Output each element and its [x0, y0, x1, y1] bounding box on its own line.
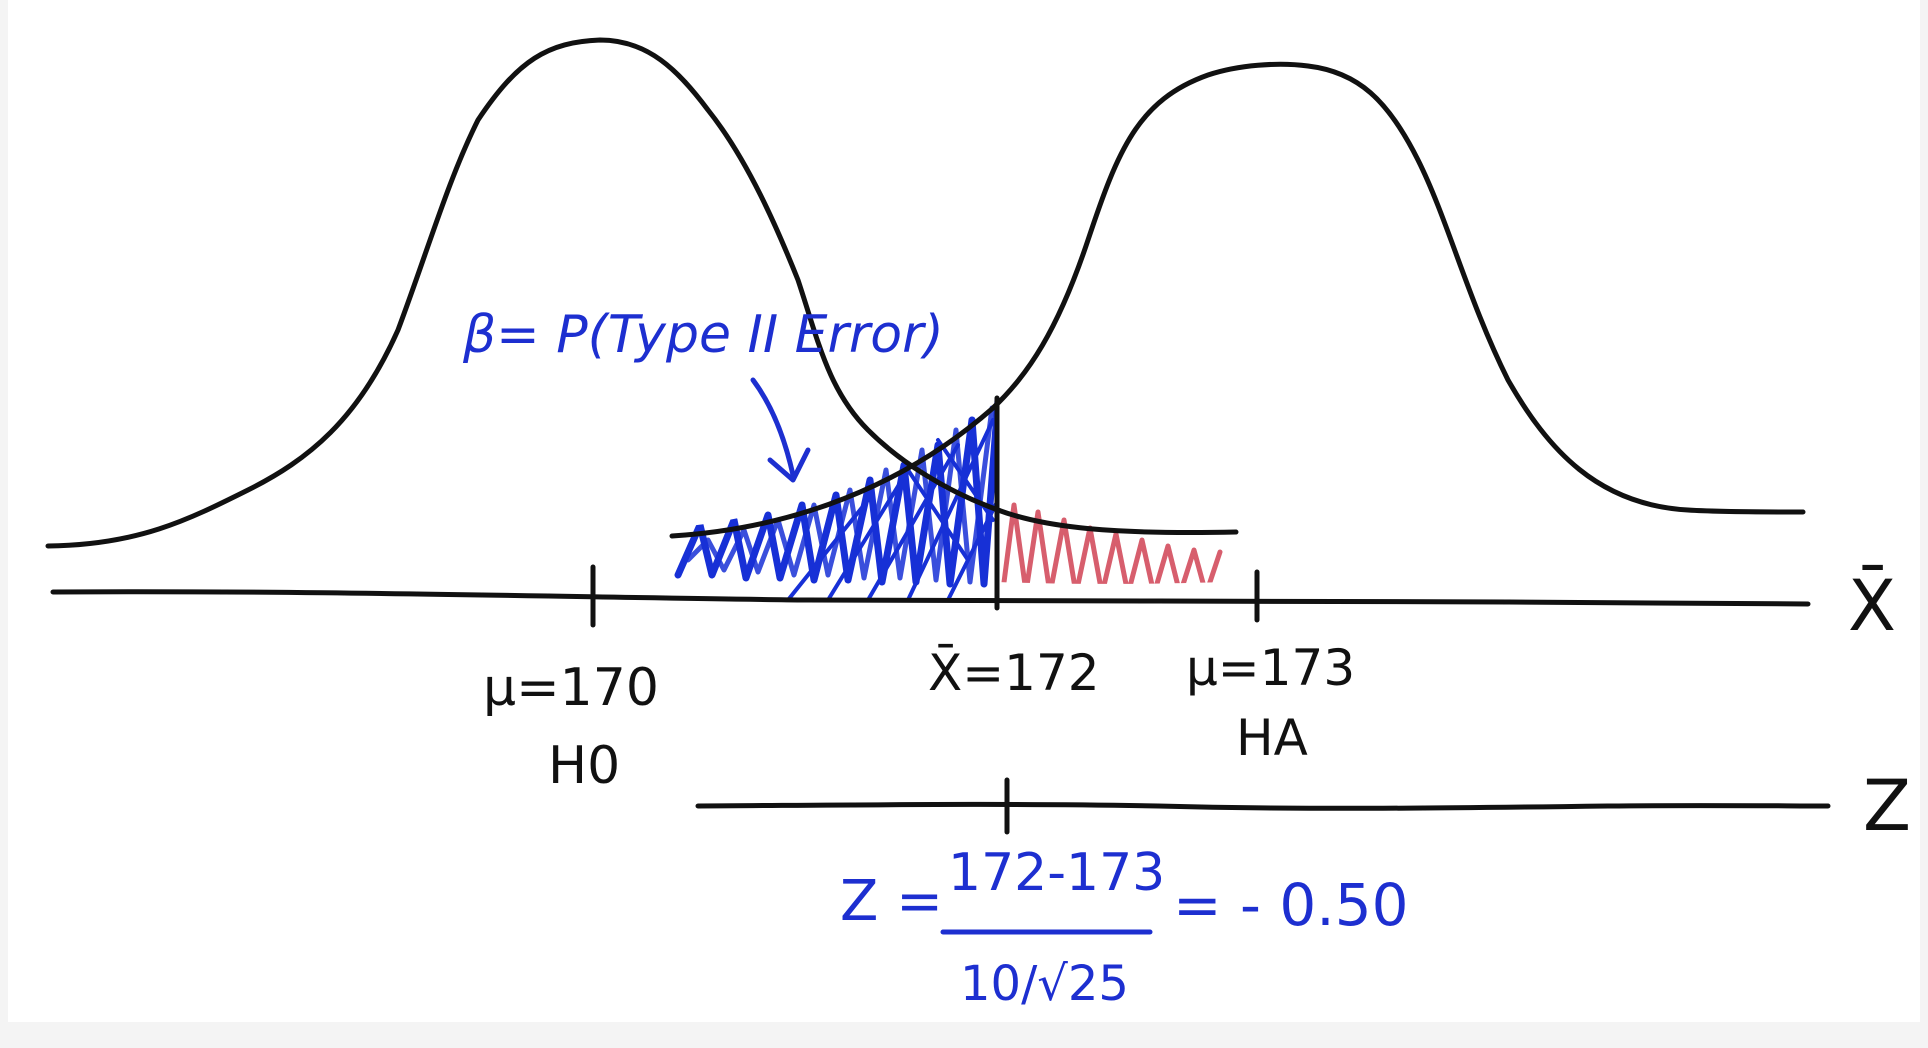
z-axis-line	[695, 801, 1831, 811]
z-axis-label: Z	[1863, 765, 1911, 847]
whiteboard: β= P(Type II Error) X̄ Z μ=170 H0 X̄=172…	[8, 0, 1920, 1022]
beta-cross-hatch	[786, 418, 997, 600]
formula-denominator: 10/√25	[960, 956, 1129, 1012]
ha-distribution-curve	[669, 61, 1806, 539]
formula-lhs: Z =	[840, 869, 943, 934]
arrow-head	[767, 447, 811, 483]
h0-mean-label: μ=170	[483, 658, 659, 718]
arrow-shaft	[750, 377, 796, 478]
ha-mean-label: μ=173	[1186, 639, 1355, 697]
xbar-axis-label: X̄	[1848, 564, 1896, 647]
xbar-axis	[50, 564, 1811, 628]
down-arrow-icon	[750, 377, 811, 483]
beta-label: β= P(Type II Error)	[462, 305, 944, 365]
beta-hatch-zigzag	[685, 405, 995, 585]
xbar-value-label: X̄=172	[928, 643, 1100, 702]
z-axis	[695, 777, 1831, 835]
xbar-axis-line	[50, 589, 1811, 607]
distribution-curves	[45, 37, 1806, 608]
formula-numerator: 172-173	[948, 843, 1165, 903]
shaded-regions	[674, 396, 1223, 600]
hypothesis-test-sketch: β= P(Type II Error) X̄ Z μ=170 H0 X̄=172…	[45, 37, 1911, 1012]
alpha-shaded-region	[1000, 502, 1223, 584]
h0-distribution-curve	[45, 37, 1239, 549]
h0-label: H0	[548, 736, 620, 796]
alpha-hatch-zigzag	[1000, 502, 1223, 584]
ha-label: HA	[1236, 709, 1308, 767]
formula-result: = - 0.50	[1173, 871, 1409, 939]
z-formula: Z = 172-173 10/√25 = - 0.50	[840, 843, 1409, 1012]
